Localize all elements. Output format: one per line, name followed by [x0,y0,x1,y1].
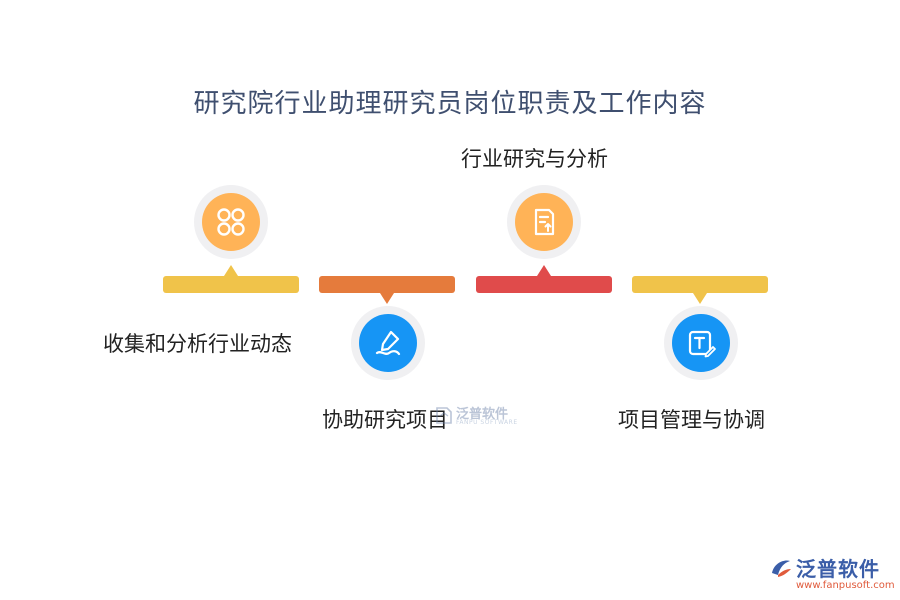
center-watermark-sub: FANPU SOFTWARE [456,419,518,426]
step-4-pointer [693,293,707,304]
step-2-pointer [380,293,394,304]
diagram-title: 研究院行业助理研究员岗位职责及工作内容 [193,89,707,119]
step-4-icon-circle [672,314,730,372]
text-edit-icon [688,330,716,358]
step-3-pointer [537,265,551,276]
step-1-label: 收集和分析行业动态 [103,332,292,356]
step-1-bar [163,276,299,293]
grid-dots-icon [217,208,245,236]
brand-watermark: 泛普软件 www.fanpusoft.com [768,553,895,597]
fanpu-logo-icon [436,407,452,424]
step-1-icon-halo [194,185,268,259]
brand-url: www.fanpusoft.com [796,580,895,591]
step-1-pointer [224,265,238,276]
fanpu-brand-logo-icon [772,560,791,577]
step-3-icon-halo [507,185,581,259]
step-4-icon-halo [664,306,738,380]
step-2-icon-circle [359,314,417,372]
step-3-icon-circle [515,193,573,251]
step-3-bar [476,276,612,293]
document-upload-icon [534,208,555,236]
brand-name: 泛普软件 [796,557,880,581]
center-watermark: 泛普软件 FANPU SOFTWARE [434,402,520,428]
step-4-label: 项目管理与协调 [618,408,765,432]
step-4-bar [632,276,768,293]
step-2-icon-halo [351,306,425,380]
step-2-label: 协助研究项目 [322,408,448,432]
step-1-icon-circle [202,193,260,251]
step-2-bar [319,276,455,293]
pen-scribble-icon [375,330,401,356]
step-3-label: 行业研究与分析 [461,147,608,171]
center-watermark-text: 泛普软件 [456,407,509,422]
